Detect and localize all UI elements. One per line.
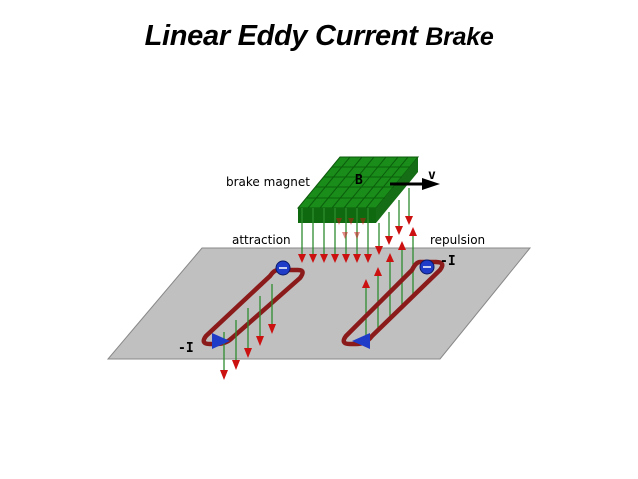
current-label-right: -I: [440, 254, 456, 269]
repulsion-upward-arrows: [362, 227, 417, 340]
title-main: Linear Eddy Current: [144, 20, 418, 52]
title-end: Brake: [425, 23, 494, 51]
brake-magnet-label: brake magnet: [226, 175, 310, 189]
slide-title: Linear Eddy Current Brake: [0, 20, 638, 53]
current-label-left: -I: [178, 341, 194, 356]
charge-markers: [212, 259, 435, 349]
right-eddy-loop: [341, 259, 445, 347]
conductor-plate: [106, 247, 532, 360]
brake-magnet: [296, 156, 420, 223]
magnet-field-arrowheads: [298, 216, 413, 263]
velocity-arrow: [390, 178, 440, 190]
repulsion-label: repulsion: [430, 233, 485, 247]
velocity-label: v: [428, 168, 436, 183]
attraction-label: attraction: [232, 233, 291, 247]
magnet-letter: B: [355, 173, 363, 188]
